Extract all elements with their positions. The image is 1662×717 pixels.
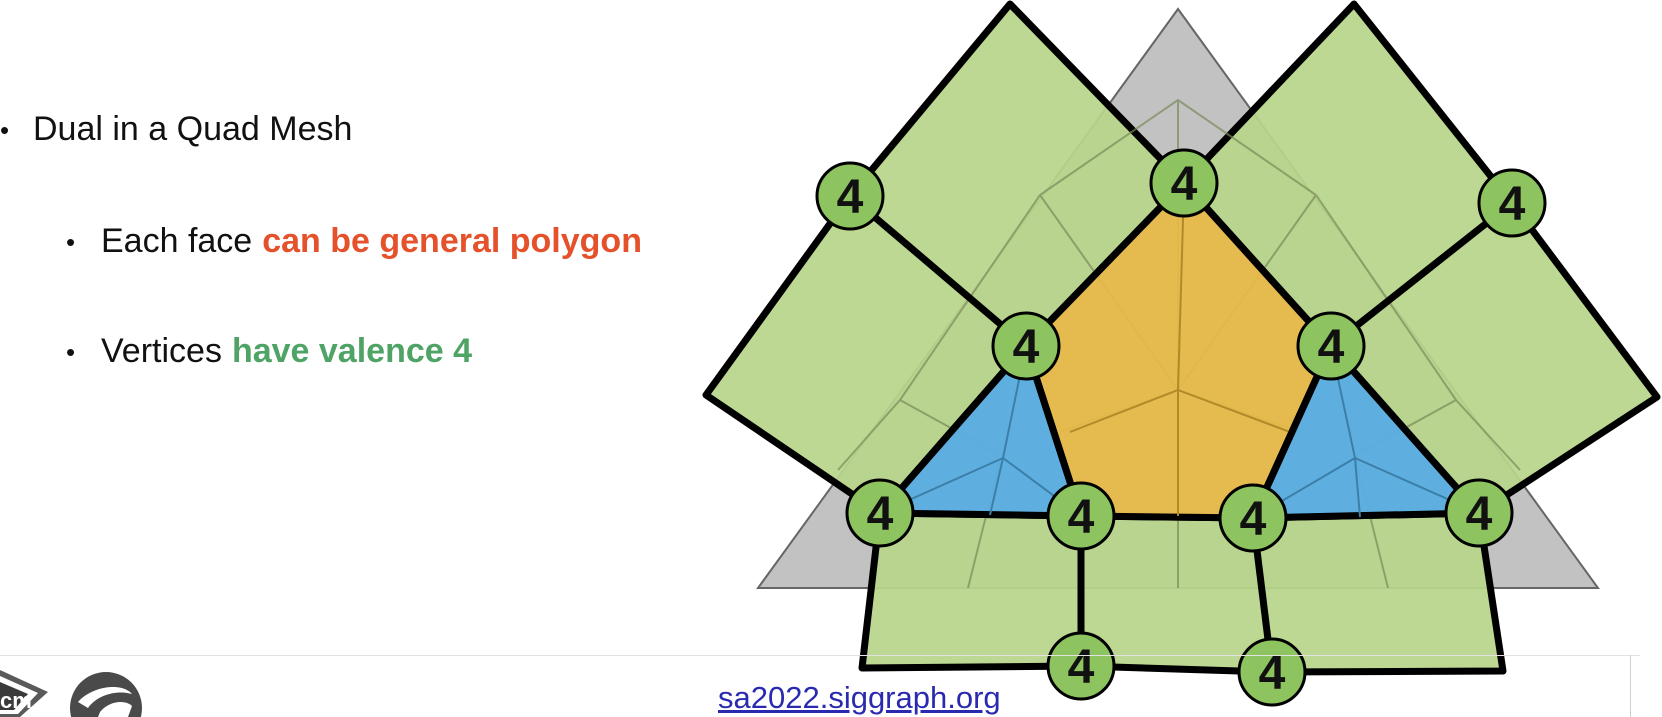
bullet-text: Vertices	[101, 332, 222, 370]
vertex-valence-label: 4	[837, 171, 864, 224]
valence-vertex: 4	[815, 161, 885, 231]
vertex-circle	[845, 478, 915, 548]
vertex-valence-label: 4	[1171, 158, 1198, 211]
bullet-dot: •	[66, 226, 76, 257]
valence-vertex: 4	[845, 478, 915, 548]
bullet-vertex-valence: • Vertices have valence 4	[66, 332, 472, 371]
vertex-valence-label: 4	[1466, 488, 1493, 541]
valence-vertex: 4	[1237, 637, 1307, 707]
valence-vertex: 4	[1477, 168, 1547, 238]
valence-vertex: 4	[1296, 311, 1366, 381]
vertex-valence-label: 4	[1068, 641, 1095, 694]
vertex-circle	[1444, 478, 1514, 548]
valence-vertex: 4	[1046, 481, 1116, 551]
vertex-circle	[815, 161, 885, 231]
vertex-valence-label: 4	[1068, 491, 1095, 544]
right-triangle-face	[1249, 342, 1483, 522]
pentagon-inner-lines	[1069, 185, 1291, 516]
vertex-circle	[1046, 631, 1116, 701]
footer-divider	[0, 655, 1640, 656]
valence-vertex: 4	[1218, 483, 1288, 553]
bullet-dot: •	[66, 336, 76, 367]
vertex-circle	[1477, 168, 1547, 238]
vertex-circle	[1149, 148, 1219, 218]
bullet-emphasis-red: can be general polygon	[262, 222, 642, 260]
vertex-valence-label: 4	[1240, 493, 1267, 546]
valence-vertex: 4	[991, 311, 1061, 381]
vertex-circle	[991, 311, 1061, 381]
bullet-emphasis-green: have valence 4	[231, 332, 473, 370]
valence-vertex: 4	[1444, 478, 1514, 548]
footer-right-divider	[1630, 655, 1631, 717]
vertex-valence-label: 4	[1318, 321, 1345, 374]
vertex-circle	[1296, 311, 1366, 381]
vertex-circle	[1218, 483, 1288, 553]
bullet-dot: •	[0, 114, 10, 145]
vertex-circle	[1046, 481, 1116, 551]
bullet-text: Dual in a Quad Mesh	[33, 110, 353, 148]
footer-url-link[interactable]: sa2022.siggraph.org	[718, 680, 1001, 715]
bullet-text: Each face	[101, 222, 253, 260]
bullet-dual-quad-mesh: • Dual in a Quad Mesh	[0, 110, 352, 149]
vertex-valence-label: 4	[1013, 321, 1040, 374]
acm-logo-text: cm	[0, 688, 32, 713]
siggraph-logo	[70, 672, 142, 717]
vertex-valence-label: 4	[867, 488, 894, 541]
acm-logo: cm	[0, 670, 48, 717]
valence-vertex: 4	[1046, 631, 1116, 701]
valence-vertex: 4	[1149, 148, 1219, 218]
left-triangle-face	[876, 342, 1085, 520]
bullet-list: • Dual in a Quad Mesh • Each face can be…	[0, 0, 720, 460]
bottom-quad-face	[858, 509, 1507, 676]
vertex-valence-label: 4	[1499, 178, 1526, 231]
bullet-face-polygon: • Each face can be general polygon	[66, 222, 642, 261]
